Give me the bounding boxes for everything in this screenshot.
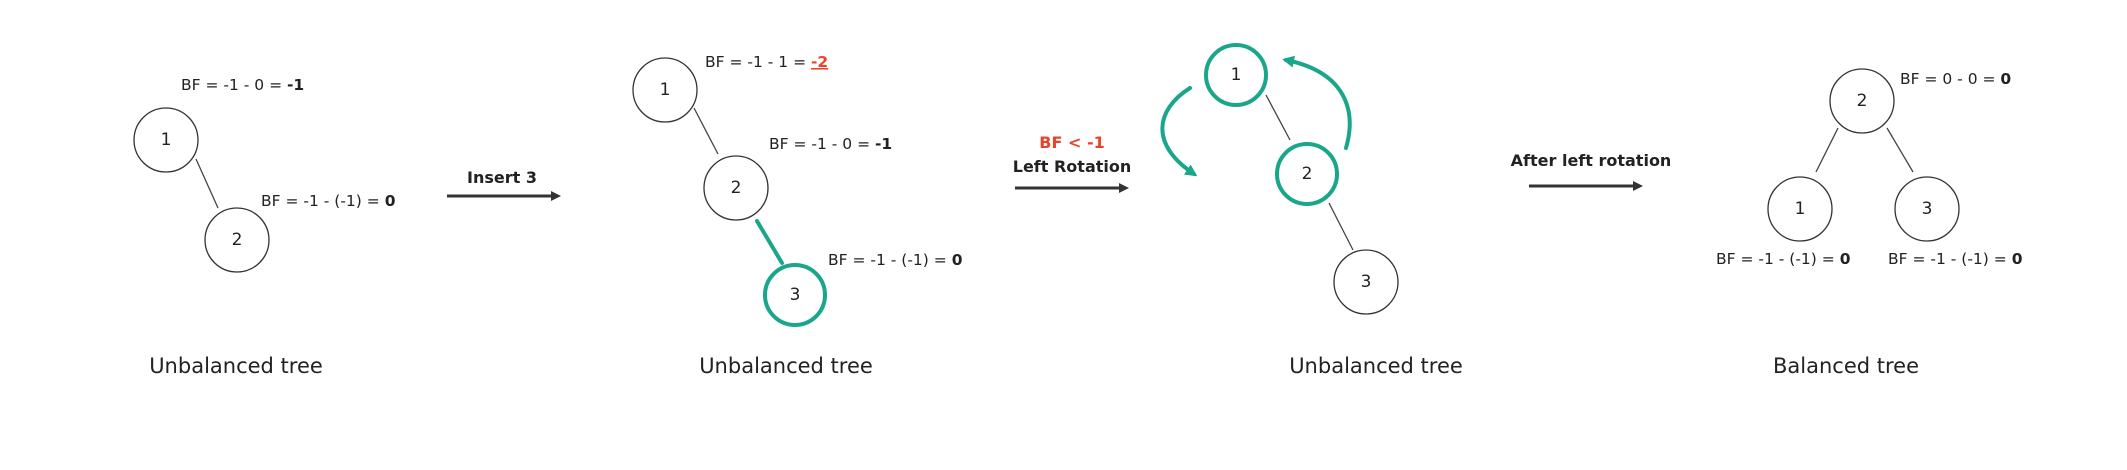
panel-4-bf-right-value: 0: [2012, 250, 2023, 268]
panel-1-node-1: [133, 107, 199, 173]
panel-3-caption: Unbalanced tree: [1289, 354, 1463, 378]
panel-3-node-3: [1333, 249, 1399, 315]
panel-1-bf-child: BF = -1 - (-1) = 0: [261, 192, 396, 210]
rotation-arrow-up-icon: [1282, 55, 1352, 150]
panel-3-node-2: [1275, 142, 1339, 206]
panel-1-bf-root: BF = -1 - 0 = -1: [181, 76, 304, 94]
panel-4-bf-right: BF = -1 - (-1) = 0: [1888, 250, 2023, 268]
panel-4-bf-root-expr: BF = 0 - 0 =: [1900, 70, 2000, 88]
panel-4-edge-2-1: [1815, 127, 1839, 173]
panel-4-bf-left-expr: BF = -1 - (-1) =: [1716, 250, 1840, 268]
panel-4-bf-left-value: 0: [1840, 250, 1851, 268]
panel-2-node-1-label: 1: [660, 80, 671, 100]
panel-3-node-1: [1204, 43, 1268, 107]
panel-2-bf-leaf: BF = -1 - (-1) = 0: [828, 251, 963, 269]
panel-2-bf-root-expr: BF = -1 - 1 =: [705, 53, 811, 71]
panel-2-node-1: [632, 57, 698, 123]
panel-3-edge-1-2: [1265, 94, 1291, 141]
panel-1-edge-1-2: [195, 158, 219, 209]
panel-2-edge-1-2: [693, 107, 719, 155]
panel-1-tree: 1 2 BF = -1 - 0 = -1 BF = -1 - (-1) = 0 …: [133, 76, 396, 378]
panel-4-bf-root-value: 0: [2000, 70, 2011, 88]
panel-1-bf-child-value: 0: [385, 192, 396, 210]
panel-2-bf-mid-value: -1: [875, 135, 892, 153]
panel-2-caption: Unbalanced tree: [699, 354, 873, 378]
rotation-arrow-down-icon: [1160, 86, 1198, 177]
panel-4-tree: 2 1 3 BF = 0 - 0 = 0 BF = -1 - (-1) = 0 …: [1716, 68, 2023, 378]
panel-4-caption: Balanced tree: [1773, 354, 1919, 378]
panel-2-bf-root-value: -2: [811, 53, 828, 71]
panel-4-node-3: [1894, 176, 1960, 242]
panel-4-node-2: [1829, 68, 1895, 134]
panel-4-bf-left: BF = -1 - (-1) = 0: [1716, 250, 1851, 268]
panel-4-node-3-label: 3: [1922, 199, 1933, 219]
arrow-1: Insert 3: [447, 168, 561, 201]
panel-2-node-3: [763, 263, 827, 327]
panel-2-bf-leaf-expr: BF = -1 - (-1) =: [828, 251, 952, 269]
panel-2-tree: 1 2 3 BF = -1 - 1 = -2 BF = -1 - 0 = -1 …: [632, 53, 963, 378]
panel-1-bf-child-expr: BF = -1 - (-1) =: [261, 192, 385, 210]
panel-4-node-1-label: 1: [1795, 199, 1806, 219]
arrow-3-label: After left rotation: [1511, 151, 1672, 170]
panel-3-tree: 1 2 3 Unbalanced tree: [1160, 43, 1463, 378]
panel-2-edge-2-3: [755, 219, 784, 265]
panel-1-node-2: [204, 207, 270, 273]
arrow-3: After left rotation: [1511, 151, 1672, 191]
panel-2-node-3-label: 3: [790, 285, 801, 305]
panel-4-edge-2-3: [1886, 127, 1914, 173]
arrow-2: BF < -1 Left Rotation: [1013, 133, 1132, 193]
panel-2-bf-leaf-value: 0: [952, 251, 963, 269]
panel-3-node-3-label: 3: [1361, 272, 1372, 292]
panel-4-node-1: [1767, 176, 1833, 242]
panel-3-node-2-label: 2: [1302, 164, 1313, 184]
panel-2-bf-mid-expr: BF = -1 - 0 =: [769, 135, 875, 153]
arrow-2-label: Left Rotation: [1013, 157, 1132, 176]
panel-1-bf-root-expr: BF = -1 - 0 =: [181, 76, 287, 94]
panel-1-node-1-label: 1: [161, 130, 172, 150]
panel-3-edge-2-3: [1328, 202, 1354, 251]
panel-2-bf-mid: BF = -1 - 0 = -1: [769, 135, 892, 153]
panel-4-bf-root: BF = 0 - 0 = 0: [1900, 70, 2011, 88]
panel-2-node-2: [703, 155, 769, 221]
panel-3-node-1-label: 1: [1231, 65, 1242, 85]
arrow-2-warning: BF < -1: [1039, 133, 1104, 152]
panel-1-bf-root-value: -1: [287, 76, 304, 94]
panel-1-node-2-label: 2: [232, 230, 243, 250]
panel-2-node-2-label: 2: [731, 178, 742, 198]
panel-4-node-2-label: 2: [1857, 91, 1868, 111]
panel-2-bf-root: BF = -1 - 1 = -2: [705, 53, 828, 71]
arrow-1-label: Insert 3: [467, 168, 537, 187]
panel-4-bf-right-expr: BF = -1 - (-1) =: [1888, 250, 2012, 268]
panel-1-caption: Unbalanced tree: [149, 354, 323, 378]
